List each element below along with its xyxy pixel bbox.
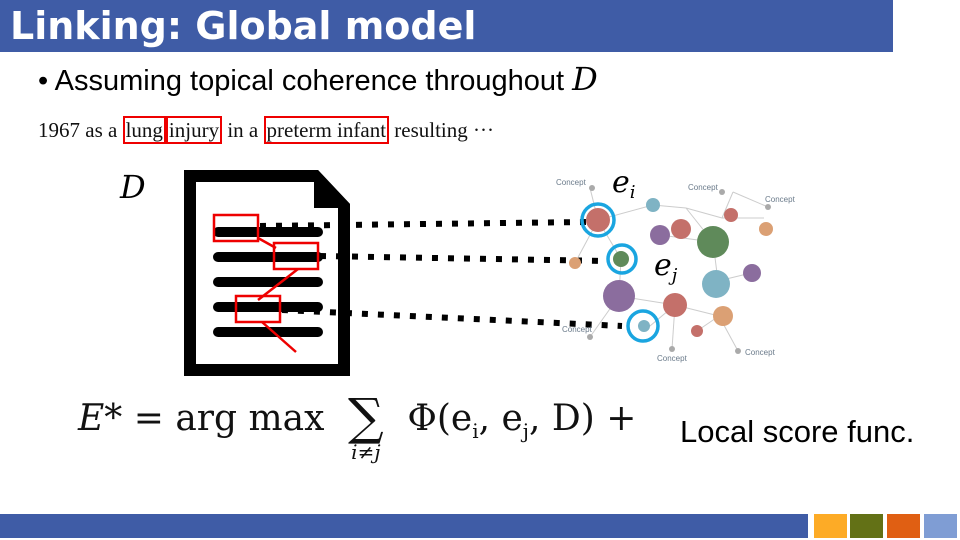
selected-entity-circles (580, 202, 660, 343)
eq-sum: ∑ (348, 388, 384, 446)
mention-injury: injury (165, 116, 223, 144)
eq-lhs: E* = (78, 398, 164, 439)
title-bar (0, 0, 893, 52)
concept-label: Concept (765, 195, 796, 204)
concept-label: Concept (562, 325, 593, 334)
sentence-text: resulting ··· (389, 118, 495, 142)
entity-ej-label: ej (654, 248, 678, 286)
concept-label: Concept (657, 354, 688, 363)
global-equation: E* = arg max ∑i≠j Φ(ei, ej, D) + (78, 388, 637, 474)
mention-preterm-infant: preterm infant (263, 116, 390, 144)
eq-sum-index: i≠j (351, 440, 381, 464)
document-icon (184, 170, 350, 376)
footer-square-blue (924, 514, 957, 538)
concept-label: Concept (745, 348, 776, 357)
entity-ei-label: ei (612, 165, 636, 203)
sentence-text: 1967 as a (38, 118, 123, 142)
eq-body: Φ(ei, ej, D) + (407, 398, 637, 444)
dotted-links (259, 219, 623, 329)
slide-title: Linking: Global model (10, 4, 477, 48)
concept-label: Concept (688, 183, 719, 192)
sentence-text: in a (222, 118, 264, 142)
footer-square-green (850, 514, 883, 538)
doc-label: D (119, 168, 146, 206)
concept-label: Concept (556, 178, 587, 187)
footer-bar (0, 514, 808, 538)
eq-argmax: arg max (175, 398, 325, 439)
footer-square-orange (814, 514, 847, 538)
footer-square-red (887, 514, 920, 538)
mention-lung: lung (122, 116, 166, 144)
local-score-label: Local score func. (680, 414, 915, 449)
bullet-text: Assuming topical coherence throughout (54, 65, 565, 97)
bullet-symbol: D (572, 60, 598, 98)
bullet-point: • Assuming topical coherence throughout … (38, 60, 598, 98)
concept-nodes (569, 185, 773, 354)
